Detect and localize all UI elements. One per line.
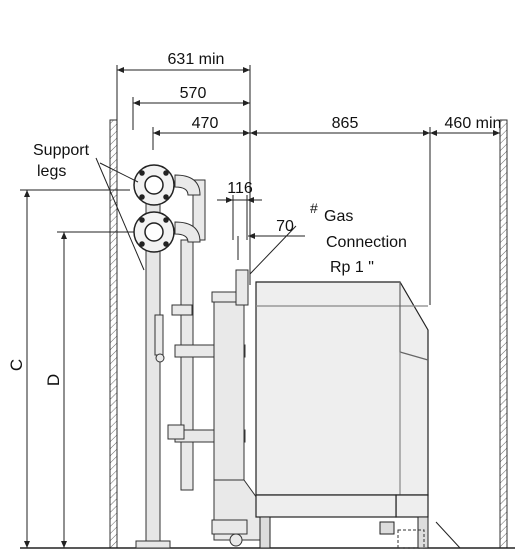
leader-lines <box>95 157 297 275</box>
support-legs-label-line1: Support <box>33 142 90 159</box>
support-legs-label-line2: legs <box>37 163 66 180</box>
dimension-lines <box>20 65 501 548</box>
dim-label-470: 470 <box>192 115 219 132</box>
gas-connection-label-line2: Connection <box>326 234 407 251</box>
boiler-feet <box>259 516 429 549</box>
drain-line <box>435 521 461 549</box>
pipework <box>154 174 263 547</box>
dim-label-C: C <box>7 359 26 371</box>
upper-flange <box>133 164 175 206</box>
boiler-body <box>255 281 429 518</box>
dim-label-D: D <box>44 374 63 386</box>
dimension-arrows <box>24 67 500 548</box>
right-wall <box>499 119 508 549</box>
left-wall <box>109 119 118 549</box>
dim-label-116: 116 <box>227 180 253 197</box>
support-leg <box>135 194 171 549</box>
hash-mark: # <box>310 200 318 216</box>
condensate-trap <box>397 529 425 549</box>
lower-flange <box>133 211 175 253</box>
dim-label-631-min: 631 min <box>168 51 225 68</box>
gas-connection-label-line3: Rp 1 " <box>330 259 374 276</box>
dim-label-70: 70 <box>276 218 294 235</box>
gas-connection-label-line1: Gas <box>324 208 353 225</box>
dim-label-570: 570 <box>180 85 207 102</box>
dim-label-865: 865 <box>332 115 359 132</box>
dim-label-460-min: 460 min <box>445 115 502 132</box>
